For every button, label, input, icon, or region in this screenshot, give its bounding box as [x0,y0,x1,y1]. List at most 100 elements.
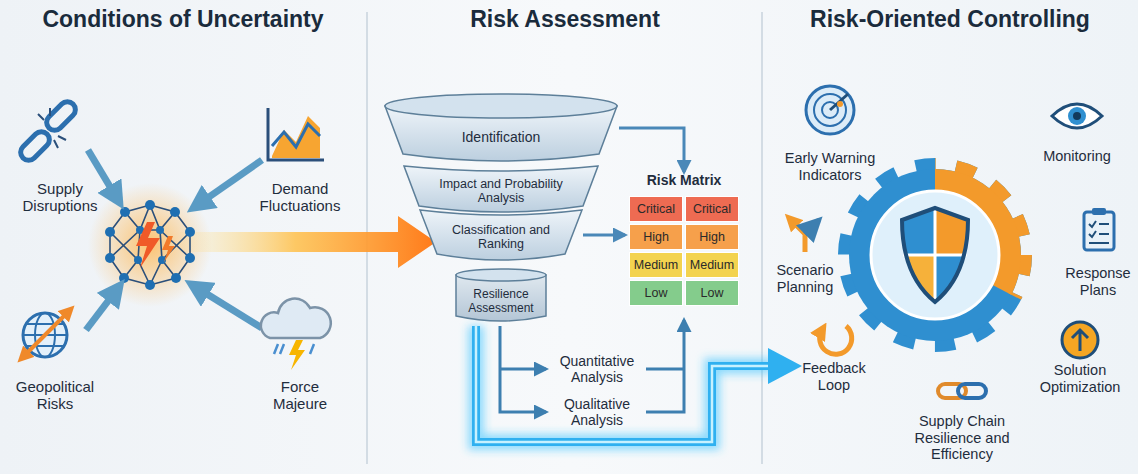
matrix-cell: High [629,224,683,250]
network-links [110,205,190,285]
risk-matrix: Risk MatrixCriticalCriticalHighHighMediu… [625,172,743,314]
chart-axes [268,108,324,160]
chain-icon [938,384,986,398]
shield-quarter [895,255,935,310]
risk-factor-label: Demand Fluctuations [245,180,355,215]
matrix-cell: Low [629,280,683,306]
checklist [1089,221,1109,243]
analysis-label: Qualitative Analysis [552,396,642,428]
risk-factor-label: Geopolitical Risks [5,378,105,413]
analysis-label: Quantitative Analysis [552,353,642,385]
gear-body [849,169,1021,341]
radar-sweep [830,94,848,110]
cell-label: Low [701,286,724,300]
control-label: Solution Optimization [1030,362,1130,395]
storm-icon [261,299,331,370]
geo-arrow [22,310,70,358]
disruption-bolt [136,222,160,268]
control-label: Scenario Planning [765,262,845,295]
gear-teeth [845,165,1025,345]
fork-arrow [791,220,805,252]
cell-label: High [699,230,725,244]
gear-teeth [845,165,1025,345]
funnel-stage: Impact and Probability Analysis [403,162,599,216]
matrix-input-line [646,368,684,371]
network-node [134,256,142,264]
outcome-label: Supply Chain Resilience and Efficiency [902,413,1022,463]
funnel-rim [456,269,546,281]
funnel-stage: Identification [383,92,619,164]
cell-label: Low [645,286,668,300]
shield-fill [895,200,975,310]
network-node [185,227,195,237]
clipboard-board [1084,212,1114,250]
flow-arrow [180,216,436,268]
optimization-disc [1062,322,1098,358]
funnel-body [420,210,582,260]
matrix-cell: Medium [685,252,739,278]
feedback-arrow [476,326,772,442]
network-node [170,207,180,217]
clipboard-clip [1092,208,1106,215]
matrix-cell: Medium [629,252,683,278]
network-node [156,226,164,234]
control-label: Response Plans [1060,265,1136,298]
fork-arrow [805,220,819,234]
funnel-stage: Resilience Assessment [455,268,547,326]
control-label: Early Warning Indicators [770,150,890,183]
lightning [289,340,305,370]
section-heading: Risk-Oriented Controlling [770,6,1130,32]
connector-arrow [583,234,625,237]
shield-outline [902,208,968,302]
funnel-body [404,166,598,212]
cell-label: High [643,230,669,244]
gear-body [849,169,1021,341]
rain [274,344,314,354]
broken-chain-icon [17,98,78,163]
matrix-input-arrow [646,320,684,412]
chart-line [272,124,320,147]
optimization-icon [1062,322,1098,358]
radar-ring [806,86,854,134]
connector-arrow [619,128,684,172]
break-sparks [38,108,66,148]
column-separator [761,12,763,464]
network-node [120,207,130,217]
inflow-arrow [196,160,262,206]
inflow-arrow [86,288,118,330]
section-heading: Risk Assessment [405,6,725,32]
matrix-cell: Low [685,280,739,306]
shield [895,200,975,310]
feedback-glow [476,326,772,442]
feedback-arrowhead [768,348,802,384]
scenario-icon [791,220,819,252]
matrix-cell: Critical [629,196,683,222]
cloud [261,299,331,338]
risk-factor-label: Supply Disruptions [10,180,110,215]
matrix-cell: High [685,224,739,250]
inflow-arrow [88,150,118,200]
disruption-bolt [162,236,175,262]
branch-arrow [500,326,546,412]
network-node [145,280,155,290]
gear [845,165,1025,345]
network-nodes [105,200,195,290]
matrix-cell: Critical [685,196,739,222]
risk-factor-label: Force Majeure [255,378,345,413]
funnel-stage: Classification and Ranking [419,204,583,266]
network-ring [110,205,190,285]
section-heading: Conditions of Uncertainty [3,6,363,32]
globe-icon [22,310,70,358]
shield-quarter [895,200,975,310]
gear-hub [871,191,999,319]
network-node [105,253,115,263]
eye-iris [1068,107,1086,125]
cell-label: Medium [634,258,678,272]
shield-cross [903,210,967,300]
branch-arrow [500,368,546,371]
network-node [171,273,181,283]
inflow-arrow [194,286,262,328]
feedback-core [476,326,772,442]
stage-label: Resilience Assessment [458,288,544,316]
